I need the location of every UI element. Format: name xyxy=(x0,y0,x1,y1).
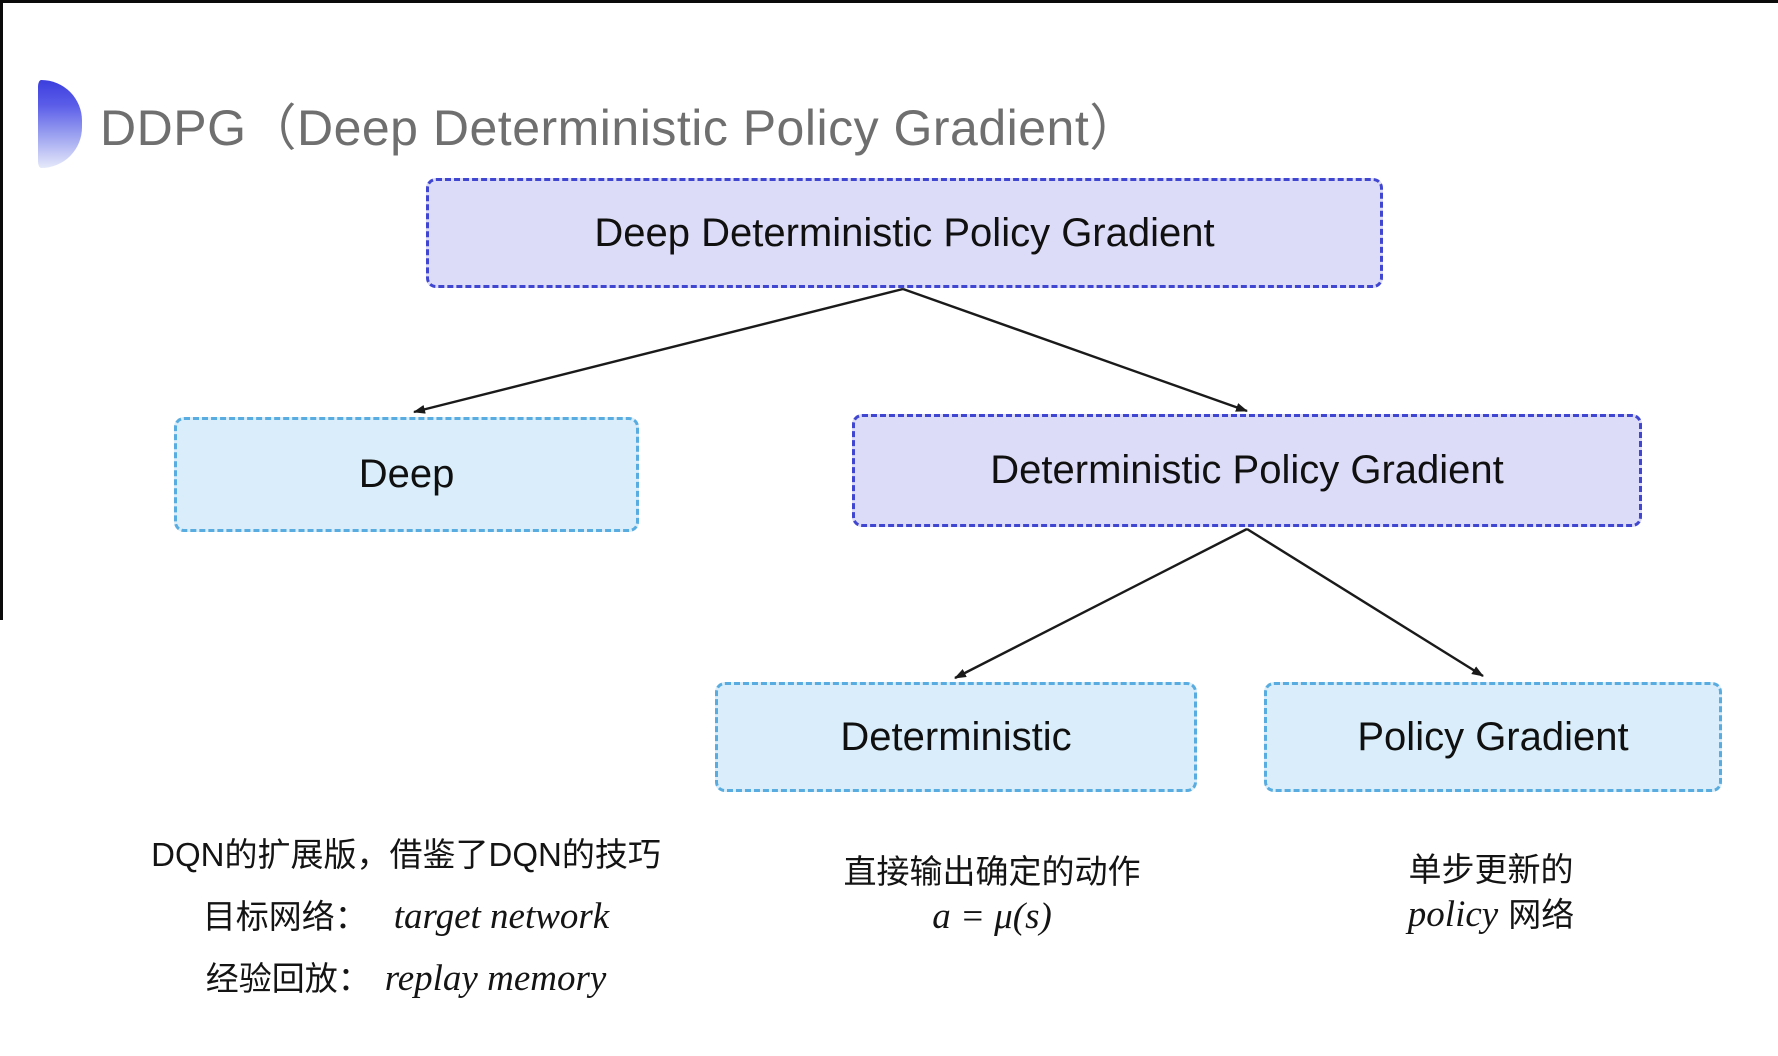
note-deep: DQN的扩展版，借鉴了DQN的技巧 目标网络：target network 经验… xyxy=(151,833,661,1019)
note-deep-replay-memory: 经验回放：replay memory xyxy=(205,958,607,999)
node-label: Deep Deterministic Policy Gradient xyxy=(594,210,1215,255)
arrow-root-to-dpg xyxy=(902,287,1248,413)
node-deterministic: Deterministic xyxy=(715,682,1197,792)
note-deterministic: 直接输出确定的动作 a = μ(s) xyxy=(844,852,1141,942)
node-label: Deterministic Policy Gradient xyxy=(990,448,1504,492)
arrow-dpg-to-deterministic xyxy=(954,527,1248,680)
arrow-dpg-to-policy-gradient xyxy=(1246,527,1484,678)
slide-left-border xyxy=(0,0,3,620)
note-deterministic-formula: a = μ(s) xyxy=(932,896,1052,937)
slide-top-border xyxy=(0,0,1778,3)
note-deterministic-line1: 直接输出确定的动作 xyxy=(843,853,1141,890)
note-deep-line1: DQN的扩展版，借鉴了DQN的技巧 xyxy=(151,836,661,873)
node-policy-gradient: Policy Gradient xyxy=(1264,682,1722,792)
node-deterministic-policy-gradient: Deterministic Policy Gradient xyxy=(852,414,1642,527)
node-label: Policy Gradient xyxy=(1357,714,1629,759)
node-label: Deterministic xyxy=(840,714,1072,759)
node-deep-deterministic-policy-gradient: Deep Deterministic Policy Gradient xyxy=(426,178,1383,288)
arrow-root-to-deep xyxy=(413,287,904,414)
note-policy-gradient-line1: 单步更新的 xyxy=(1408,851,1574,888)
node-label: Deep xyxy=(358,452,455,496)
note-deep-target-network: 目标网络：target network xyxy=(202,896,610,937)
page-title: DDPG（Deep Deterministic Policy Gradient） xyxy=(100,100,1140,156)
node-deep: Deep xyxy=(174,417,639,532)
title-bullet-icon xyxy=(38,80,82,168)
